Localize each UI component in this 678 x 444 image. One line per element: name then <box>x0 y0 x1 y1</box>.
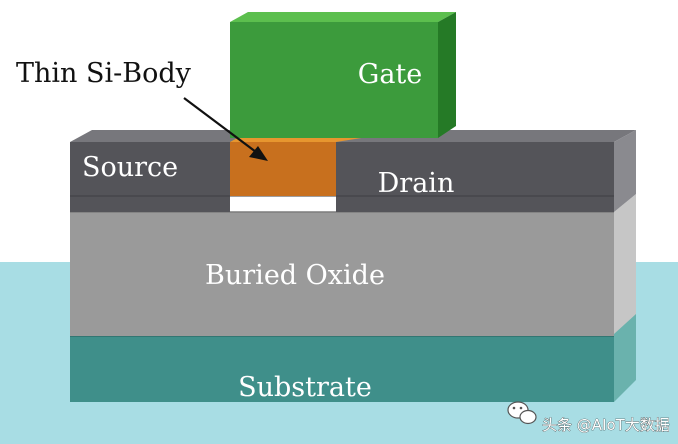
thin-si-body-label: Thin Si-Body <box>16 58 192 89</box>
drain-region-front <box>336 142 614 212</box>
source-drain-right-side <box>614 130 636 212</box>
substrate-label: Substrate <box>238 372 372 403</box>
source-region-front <box>70 142 230 212</box>
thin-si-body-arrowhead <box>249 146 268 161</box>
watermark: 头条 @AIoT大数据 <box>507 401 670 434</box>
gate-front <box>230 22 438 138</box>
gate-top <box>230 12 456 22</box>
substrate-right-side <box>614 312 636 402</box>
buried-oxide-right-side <box>614 194 636 334</box>
thin-si-body-pointer <box>183 97 257 153</box>
buried-oxide-label: Buried Oxide <box>205 260 385 291</box>
si-body-front <box>230 142 336 196</box>
substrate-front <box>70 336 614 402</box>
gate-right-side <box>438 12 456 138</box>
gate-label: Gate <box>358 59 423 90</box>
source-label: Source <box>82 152 178 183</box>
wechat-logo-icon <box>507 401 537 425</box>
buried-oxide-front <box>70 212 614 336</box>
watermark-text: 头条 @AIoT大数据 <box>542 416 670 434</box>
drain-label: Drain <box>378 168 455 199</box>
